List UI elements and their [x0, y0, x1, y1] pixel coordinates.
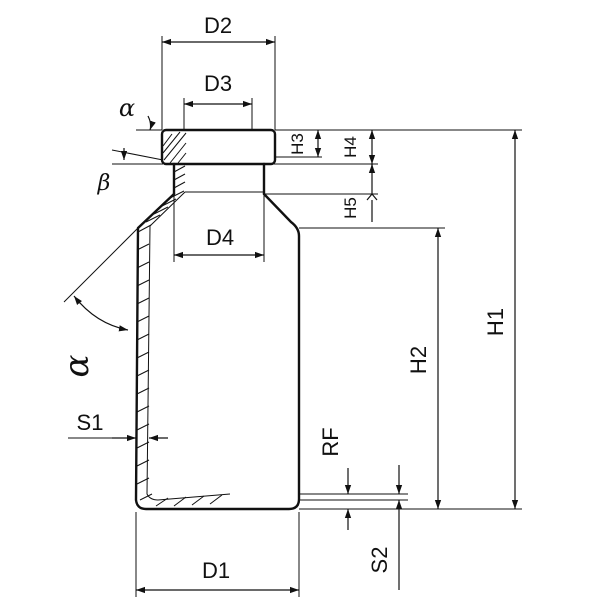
label-d4: D4 [206, 225, 234, 250]
dim-h3-h4-h5: H3 H4 H5 [264, 129, 378, 222]
bottle-outline [134, 128, 301, 511]
dim-s1: S1 [68, 410, 168, 442]
dim-d3: D3 [183, 71, 253, 130]
label-d1: D1 [202, 558, 230, 583]
label-rf: RF [318, 427, 343, 456]
angle-alpha-small: α [119, 94, 162, 131]
crown-hatching [162, 131, 187, 164]
dim-h1: H1 [299, 129, 522, 510]
label-h1: H1 [483, 308, 508, 336]
bottle-inner-wall [146, 191, 231, 501]
bottle-neck [172, 162, 266, 196]
dim-d1: D1 [135, 512, 300, 597]
label-h3: H3 [288, 133, 307, 155]
label-alpha-small: α [119, 94, 135, 122]
bottle-crown [160, 128, 277, 166]
label-s2: S2 [367, 547, 392, 574]
dim-rf-s2: RF S2 [299, 427, 408, 590]
dim-d4: D4 [173, 194, 265, 262]
angle-alpha-large: α [57, 227, 139, 377]
dim-d2: D2 [161, 13, 276, 130]
label-h5: H5 [341, 197, 360, 219]
label-beta: β [97, 171, 111, 196]
label-s1: S1 [77, 410, 104, 435]
label-alpha-large: α [57, 354, 97, 377]
angle-beta: β [97, 148, 164, 196]
label-d2: D2 [204, 13, 232, 38]
label-h2: H2 [406, 346, 431, 374]
dim-h2: H2 [299, 227, 445, 509]
label-h4: H4 [341, 136, 360, 158]
label-d3: D3 [204, 71, 232, 96]
bottle-body-outer [134, 192, 301, 511]
wall-hatching [136, 165, 223, 507]
